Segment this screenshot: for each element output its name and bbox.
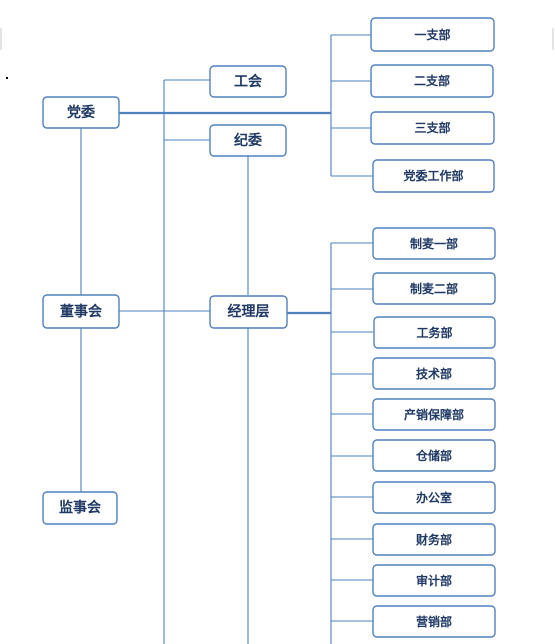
node-label: 纪委 <box>234 132 262 149</box>
connector-lines <box>80 34 373 644</box>
node-dept-engineering: 工务部 <box>373 316 496 349</box>
node-label: 工会 <box>234 73 263 90</box>
node-label: 产销保障部 <box>404 407 464 422</box>
node-board-of-supervisors: 监事会 <box>42 491 118 525</box>
node-discipline-committee: 纪委 <box>209 124 287 157</box>
node-dept-audit: 审计部 <box>372 564 496 597</box>
node-party-committee: 党委 <box>42 96 120 129</box>
node-dept-marketing: 营销部 <box>372 605 496 638</box>
node-label: 党委工作部 <box>403 168 463 183</box>
node-management: 经理层 <box>209 295 288 329</box>
node-label: 二支部 <box>414 73 450 88</box>
node-dept-warehouse: 仓储部 <box>372 439 496 472</box>
node-label: 三支部 <box>414 120 450 135</box>
node-label: 党委 <box>67 104 95 121</box>
node-label: 经理层 <box>228 303 270 320</box>
node-label: 营销部 <box>416 614 452 629</box>
node-dept-office: 办公室 <box>372 481 496 514</box>
node-label: 董事会 <box>60 303 103 320</box>
node-label: 制麦二部 <box>410 281 458 296</box>
node-label: 审计部 <box>416 573 452 588</box>
stray-dot <box>6 77 8 79</box>
node-label: 办公室 <box>416 490 452 505</box>
node-branch-3: 三支部 <box>370 111 495 145</box>
node-label: 财务部 <box>415 532 452 547</box>
node-dept-technology: 技术部 <box>372 357 496 390</box>
node-party-work-dept: 党委工作部 <box>372 159 495 193</box>
node-label: 仓储部 <box>415 448 452 463</box>
node-label: 一支部 <box>414 27 450 42</box>
node-branch-1: 一支部 <box>370 17 495 52</box>
node-label: 技术部 <box>416 366 452 381</box>
node-dept-malting-2: 制麦二部 <box>372 272 496 305</box>
node-label: 工务部 <box>416 325 452 340</box>
node-dept-malting-1: 制麦一部 <box>372 227 496 260</box>
node-label: 制麦一部 <box>410 236 458 251</box>
node-trade-union: 工会 <box>209 65 287 98</box>
node-dept-production-support: 产销保障部 <box>372 398 496 431</box>
page-margin-marks <box>0 28 554 79</box>
node-label: 监事会 <box>59 499 102 516</box>
node-branch-2: 二支部 <box>370 64 494 98</box>
node-dept-finance: 财务部 <box>372 523 496 556</box>
node-board-of-directors: 董事会 <box>42 294 120 329</box>
